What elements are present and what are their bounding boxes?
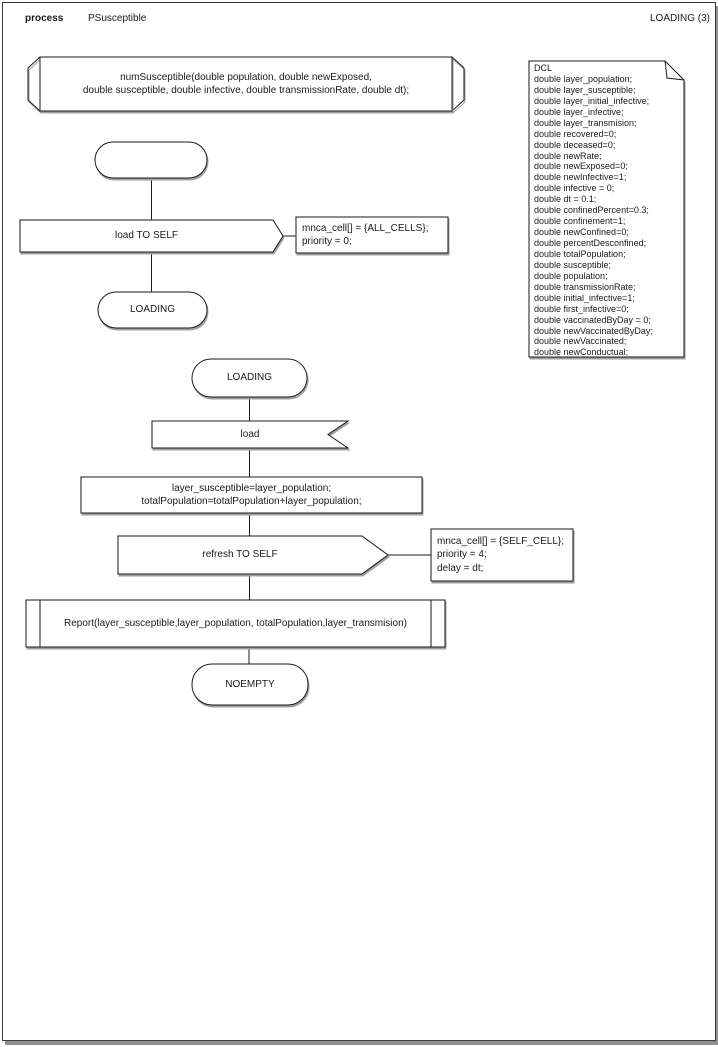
send-load-params-box[interactable] bbox=[295, 216, 449, 254]
diagram-kind-label: process bbox=[25, 13, 64, 24]
assignment-task-label: layer_susceptible=layer_population; tota… bbox=[81, 477, 422, 513]
dcl-line: double population; bbox=[534, 270, 608, 281]
dcl-lines: double layer_population;double layer_sus… bbox=[534, 74, 682, 358]
procedure-signature-line2: double susceptible, double infective, do… bbox=[82, 85, 410, 96]
dcl-line: double newVaccinated; bbox=[534, 336, 627, 347]
dcl-line: double confinement=1; bbox=[534, 216, 626, 227]
send-refresh-label: refresh TO SELF bbox=[202, 549, 278, 561]
dcl-line: double layer_susceptible; bbox=[534, 84, 636, 95]
dcl-line: double newConductual; bbox=[534, 347, 629, 358]
send-refresh-params-line3: delay = dt; bbox=[437, 562, 484, 574]
loading-state-shape[interactable] bbox=[191, 358, 308, 398]
dcl-line: double vaccinatedByDay = 0; bbox=[534, 314, 651, 325]
dcl-line: double deceased=0; bbox=[534, 139, 616, 150]
diagram-state-indicator: LOADING (3) bbox=[649, 13, 710, 24]
report-call-shape[interactable] bbox=[25, 599, 446, 648]
dcl-line: double layer_population; bbox=[534, 73, 633, 84]
dcl-line: double dt = 0.1; bbox=[534, 194, 597, 205]
dcl-line: double newConfined=0; bbox=[534, 227, 629, 238]
procedure-shape-label: numSusceptible(double population, double… bbox=[40, 57, 452, 111]
start-state-shape[interactable] bbox=[94, 141, 208, 179]
dcl-line: double layer_initial_infective; bbox=[534, 95, 650, 106]
dcl-note-fold-icon bbox=[664, 60, 685, 81]
dcl-line: double percentDesconfined; bbox=[534, 238, 647, 248]
dcl-line: double totalPopulation; bbox=[534, 248, 626, 259]
dcl-note-text: DCL double layer_population;double layer… bbox=[534, 63, 682, 358]
connector-group bbox=[151, 178, 431, 664]
procedure-shape-left-bracket bbox=[27, 56, 41, 112]
dcl-title: DCL bbox=[534, 63, 553, 73]
assignment-task-shape[interactable] bbox=[80, 476, 423, 514]
dcl-line: double transmissionRate; bbox=[534, 281, 636, 292]
dcl-line: double initial_infective=1; bbox=[534, 292, 635, 303]
dcl-line: double susceptible; bbox=[534, 259, 612, 270]
dcl-line: double newExposed=0; bbox=[534, 161, 628, 172]
send-load-params-text: mnca_cell[] = {ALL_CELLS}; priority = 0; bbox=[302, 217, 448, 253]
report-call-label: Report(layer_susceptible,layer_populatio… bbox=[64, 617, 407, 629]
procedure-shape-right-bracket bbox=[451, 56, 465, 112]
send-load-params-line2: priority = 0; bbox=[302, 236, 352, 247]
loading-next-state-label: LOADING bbox=[129, 304, 175, 316]
assignment-line1: layer_susceptible=layer_population; bbox=[171, 482, 332, 494]
send-refresh-params-box[interactable] bbox=[430, 528, 574, 582]
assignment-line2: totalPopulation=totalPopulation+layer_po… bbox=[141, 496, 362, 507]
dcl-line: double confinedPercent=0.3; bbox=[534, 205, 649, 216]
dcl-line: double newRate; bbox=[534, 150, 602, 161]
send-refresh-params-line2: priority = 4; bbox=[437, 549, 487, 561]
noempty-state-shape[interactable] bbox=[191, 663, 309, 706]
noempty-state-label: NOEMPTY bbox=[225, 678, 275, 690]
send-load-params-line1: mnca_cell[] = {ALL_CELLS}; bbox=[302, 223, 429, 234]
dcl-line: double recovered=0; bbox=[534, 128, 617, 139]
dcl-line: double infective = 0; bbox=[534, 183, 615, 194]
send-load-label: load TO SELF bbox=[115, 230, 178, 242]
dcl-line: double first_infective=0; bbox=[534, 303, 629, 314]
dcl-line: double layer_transmision; bbox=[534, 117, 637, 128]
send-refresh-params-text: mnca_cell[] = {SELF_CELL}; priority = 4;… bbox=[437, 529, 573, 581]
send-load-shape[interactable] bbox=[19, 219, 284, 253]
send-refresh-params-line1: mnca_cell[] = {SELF_CELL}; bbox=[437, 536, 565, 548]
dcl-note-shape[interactable] bbox=[528, 60, 685, 358]
send-refresh-shape[interactable] bbox=[117, 535, 389, 575]
diagram-title: PSusceptible bbox=[88, 13, 147, 24]
loading-state-label: LOADING bbox=[226, 372, 272, 384]
dcl-line: double newVaccinatedByDay; bbox=[534, 325, 653, 336]
loading-next-state-shape[interactable] bbox=[97, 291, 208, 329]
receive-load-label: load bbox=[240, 428, 260, 440]
procedure-signature-line1: numSusceptible(double population, double… bbox=[120, 71, 372, 83]
procedure-shape[interactable] bbox=[39, 56, 453, 112]
dcl-line: double layer_infective; bbox=[534, 106, 624, 117]
dcl-line: double newInfective=1; bbox=[534, 172, 627, 183]
receive-load-shape[interactable] bbox=[151, 420, 350, 449]
start-state-label bbox=[95, 142, 207, 178]
